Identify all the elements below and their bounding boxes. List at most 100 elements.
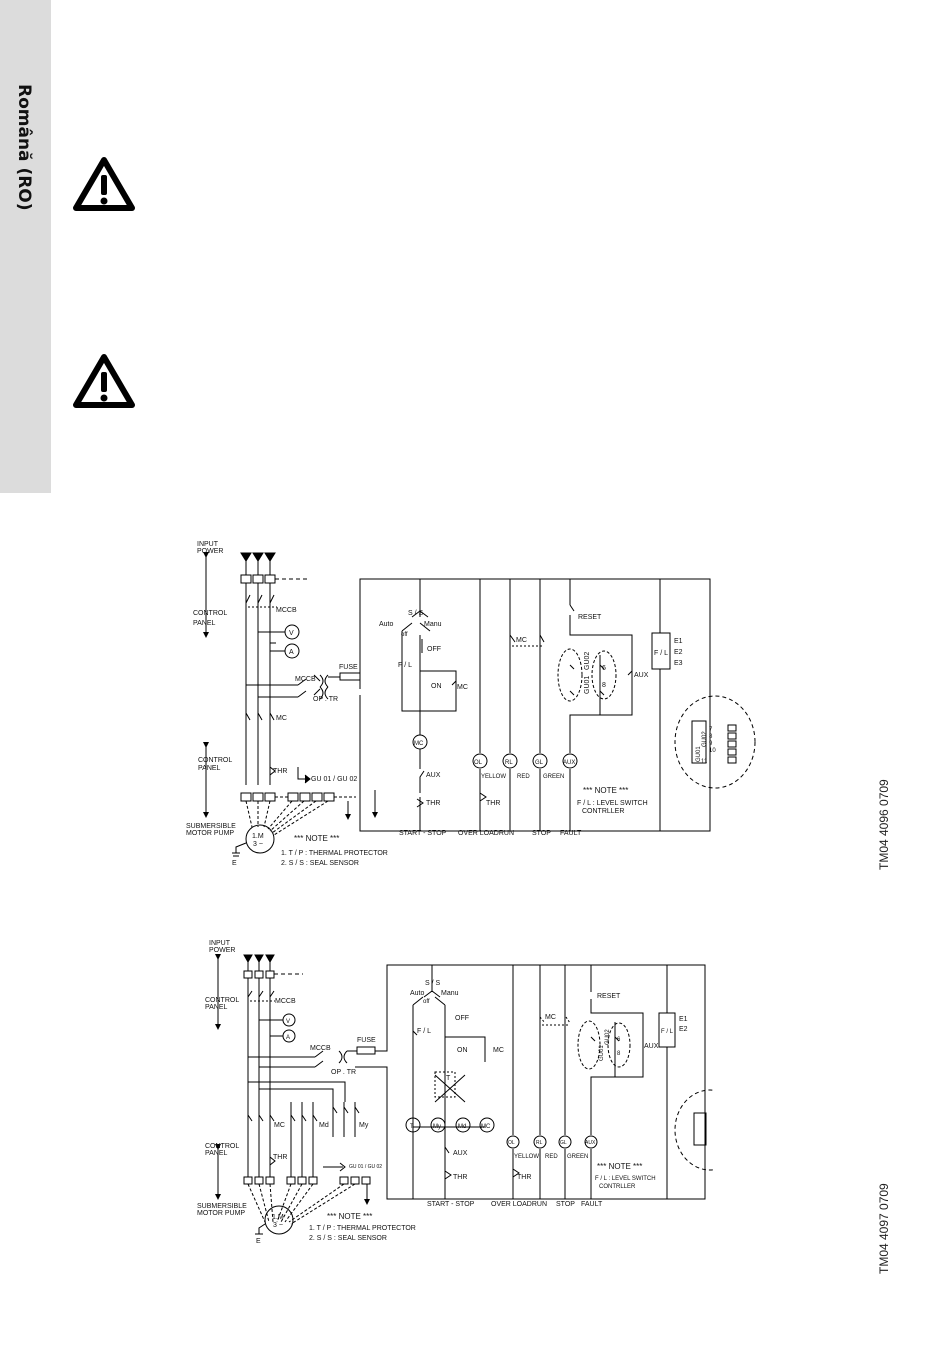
d2-bottom-stop: STOP [556, 1201, 575, 1208]
off-small-label: off [401, 632, 408, 638]
manu-label: Manu [424, 621, 442, 628]
d2-thr: THR [273, 1154, 287, 1161]
d2-t-small: T [446, 1075, 451, 1082]
d2-fl: F / L [417, 1028, 431, 1035]
control-panel-label-1: CONTROL [193, 610, 227, 617]
six-label: 6 [602, 665, 606, 672]
level-term-7: 7 [709, 727, 713, 733]
lamp-aux: AUX [563, 760, 575, 766]
reset-label: RESET [578, 614, 602, 621]
level-gu01-label: GU01 [696, 746, 702, 762]
mc-coil-label: MC [414, 741, 424, 747]
d2-gu01: GU01 [599, 1045, 605, 1061]
d2-ammeter: A [286, 1035, 290, 1041]
thr-label: THR [273, 768, 287, 775]
note-line-1: 1. T / P : THERMAL PROTECTOR [281, 850, 388, 857]
e2-label: E2 [674, 649, 683, 656]
d2-gu02: GU02 [605, 1029, 611, 1045]
d2-mccb: MCCB [275, 998, 296, 1005]
d2-e1: E1 [679, 1016, 688, 1023]
level-term-11: 11 [701, 759, 708, 765]
d2-note2-line-2: CONTRLLER [599, 1184, 636, 1190]
d2-op-tr: OP . TR [331, 1069, 356, 1076]
d2-submersible-1: SUBMERSIBLE [197, 1203, 247, 1210]
d2-thr-contact: THR [453, 1174, 467, 1181]
fuse-label: FUSE [339, 664, 358, 671]
motor-label-2: 3 ~ [253, 841, 263, 848]
d2-eight: 8 [617, 1051, 621, 1057]
op-tr-label: OP . TR [313, 696, 338, 703]
d2-submersible-2: MOTOR PUMP [197, 1210, 245, 1217]
note-title: *** NOTE *** [294, 834, 339, 843]
d2-note-line-2: 2. S / S : SEAL SENSOR [309, 1235, 387, 1242]
d2-lamp-green: GREEN [567, 1154, 588, 1160]
warning-icon [73, 157, 135, 211]
bottom-start-stop: START - STOP [399, 830, 447, 837]
eight-label: 8 [602, 682, 606, 689]
input-power-label-2: POWER [197, 548, 223, 555]
note-line-2: 2. S / S : SEAL SENSOR [281, 860, 359, 867]
language-tab: Română (RO) [0, 0, 51, 493]
ss-label: S / S [408, 610, 424, 617]
d2-input-power-1: INPUT [209, 940, 231, 947]
d2-six: 6 [617, 1037, 621, 1043]
control-panel2-label-1: CONTROL [198, 757, 232, 764]
motor-label-1: 1.M [252, 833, 264, 840]
aux-right-label: AUX [634, 672, 649, 679]
auto-label: Auto [379, 621, 394, 628]
d2-note2-title: *** NOTE *** [597, 1162, 642, 1171]
level-term-9: 9 [709, 741, 713, 747]
d2-note-title: *** NOTE *** [327, 1212, 372, 1221]
voltmeter-label: V [289, 630, 294, 637]
d2-bottom-fault: FAULT [581, 1201, 603, 1208]
d2-off-small: off [423, 999, 430, 1005]
submersible-label-1: SUBMERSIBLE [186, 823, 236, 830]
earth-label: E [232, 860, 237, 867]
d2-lamp-aux: AUX [585, 1140, 596, 1146]
d2-thr-contact-2: THR [517, 1174, 531, 1181]
input-power-label-1: INPUT [197, 541, 219, 548]
language-tab-label: Română (RO) [14, 84, 34, 211]
d2-aux-right: AUX [644, 1043, 659, 1050]
mccb-label: MCCB [276, 607, 297, 614]
mc-label: MC [276, 715, 287, 722]
lamp-ol: OL [474, 760, 483, 766]
d2-md: Md [319, 1122, 329, 1129]
gu-arrow-label: GU 01 / GU 02 [311, 776, 357, 783]
d2-coil-md: Md [458, 1124, 466, 1130]
gu01-label: GU01 [584, 676, 591, 694]
d2-lamp-gl: GL [560, 1140, 567, 1146]
d2-lamp-ol: OL [508, 1140, 515, 1146]
d2-voltmeter: V [286, 1019, 290, 1025]
d2-coil-t: T [410, 1124, 414, 1130]
bottom-stop: STOP [532, 830, 551, 837]
d2-mccb2: MCCB [310, 1045, 331, 1052]
thr-contact-label: THR [426, 800, 440, 807]
bottom-over-loadrun: OVER LOADRUN [458, 830, 514, 837]
d2-bottom-start-stop: START - STOP [427, 1201, 475, 1208]
note2-line-2: CONTRLLER [582, 808, 624, 815]
d2-ss: S / S [425, 980, 441, 987]
d2-control-panel-1: CONTROL [205, 997, 239, 1004]
d2-mc-top: MC [545, 1014, 556, 1021]
d2-e2: E2 [679, 1026, 688, 1033]
note2-title: *** NOTE *** [583, 786, 628, 795]
note2-line-1: F / L : LEVEL SWITCH [577, 800, 648, 807]
d2-bottom-over-loadrun: OVER LOADRUN [491, 1201, 547, 1208]
drawing-code-1: TM04 4096 0709 [877, 779, 891, 870]
d2-lamp-yellow: YELLOW [514, 1154, 539, 1160]
lamp-color-yellow: YELLOW [481, 774, 506, 780]
d2-lamp-rl: RL [536, 1140, 543, 1146]
level-term-8: 8 [709, 734, 713, 740]
thr-contact-label-2: THR [486, 800, 500, 807]
d2-on: ON [457, 1047, 468, 1054]
d2-mc: MC [274, 1122, 285, 1129]
mc-top-label: MC [516, 637, 527, 644]
submersible-label-2: MOTOR PUMP [186, 830, 234, 837]
d2-control-panel-2: PANEL [205, 1004, 228, 1011]
d2-auto: Auto [410, 990, 425, 997]
d2-coil-mc: MC [481, 1124, 491, 1130]
e3-label: E3 [674, 660, 683, 667]
d2-input-power-2: POWER [209, 947, 235, 954]
d2-fl-box: F / L [661, 1029, 674, 1035]
